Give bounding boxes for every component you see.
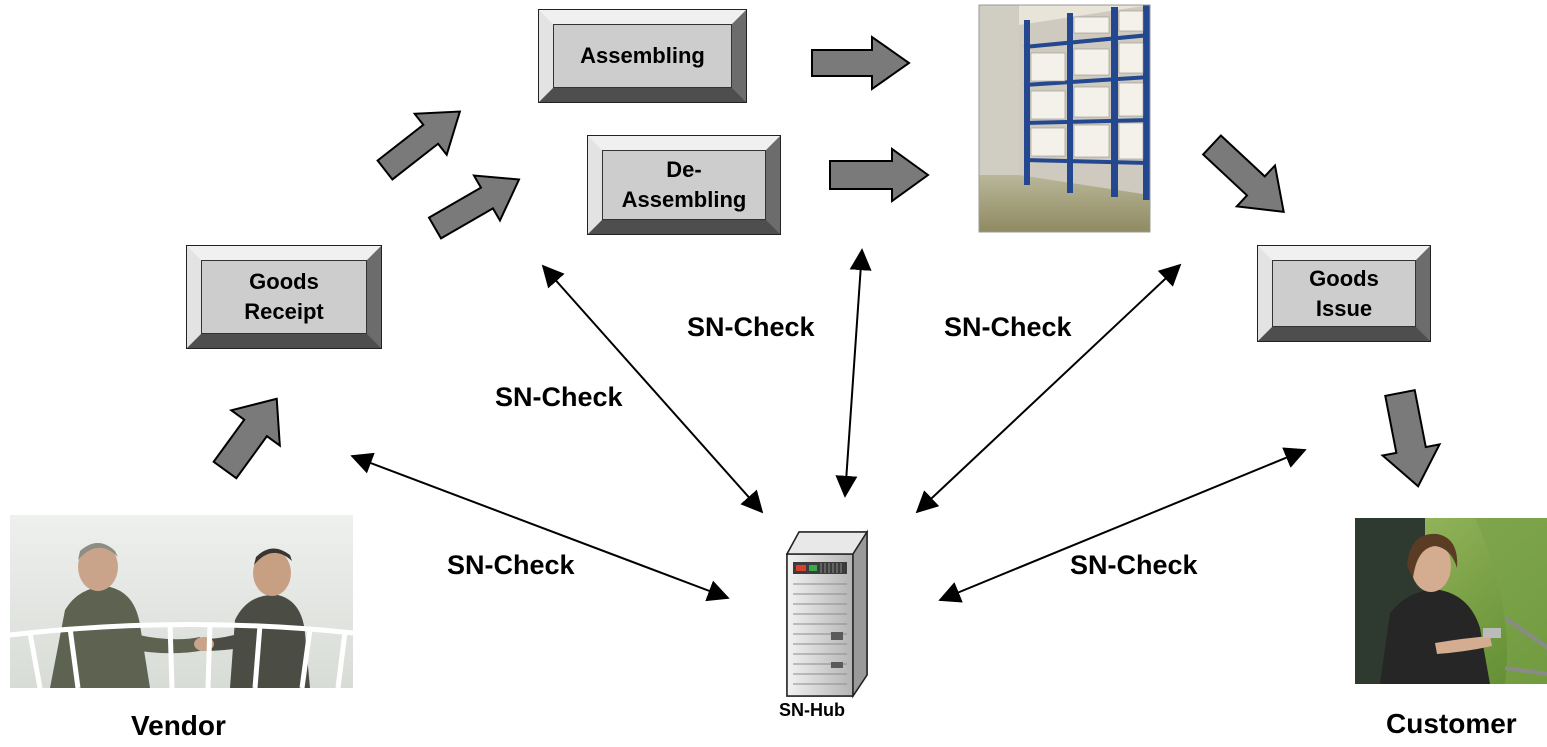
connector-vendor-hub	[350, 452, 730, 602]
sn-check-vendor-label: SN-Check	[447, 550, 575, 580]
goods-receipt-label-wrap: Goods Receipt	[201, 260, 367, 334]
goods-receipt-box: Goods Receipt	[186, 245, 382, 349]
de-assembling-label-line1: De-	[666, 157, 702, 182]
flow-arrow-receipt-assembling	[376, 110, 462, 181]
sn-check-deassembly-label: SN-Check	[687, 312, 815, 342]
assembling-label: Assembling	[580, 43, 705, 68]
connector-warehouse-center-hub	[835, 248, 872, 498]
goods-issue-label-wrap: Goods Issue	[1272, 260, 1416, 327]
handshake-photo	[9, 515, 354, 689]
connector-deassembling-hub	[541, 264, 764, 514]
assembling-box: Assembling	[538, 9, 747, 103]
goods-issue-label-line2: Issue	[1315, 295, 1373, 321]
de-assembling-box: De- Assembling	[587, 135, 781, 235]
sn-check-customer-label: SN-Check	[1070, 550, 1198, 580]
customer-photo	[1355, 518, 1547, 684]
de-assembling-label-line2: Assembling	[621, 187, 747, 212]
goods-issue-label-line1: Goods	[1309, 265, 1379, 291]
sn-hub-label: SN-Hub	[779, 700, 845, 720]
sn-check-receipt-label: SN-Check	[495, 382, 623, 412]
goods-issue-box: Goods Issue	[1257, 245, 1431, 342]
connector-warehouse-hub	[915, 263, 1182, 514]
server-icon	[785, 529, 869, 699]
flow-arrow-assembling-warehouse	[811, 35, 911, 91]
sn-check-warehouse-label: SN-Check	[944, 312, 1072, 342]
assembling-label-wrap: Assembling	[553, 24, 732, 88]
vendor-label: Vendor	[131, 710, 226, 741]
goods-receipt-label-line1: Goods	[249, 269, 319, 294]
de-assembling-label-wrap: De- Assembling	[602, 150, 766, 220]
connector-customer-hub	[938, 447, 1307, 603]
flow-arrow-receipt-deassembling	[427, 174, 521, 240]
flow-arrow-warehouse-issue	[1201, 134, 1285, 213]
flow-arrow-deassembling-warehouse	[829, 147, 930, 203]
flow-arrow-issue-customer	[1380, 388, 1442, 488]
warehouse-photo	[978, 4, 1151, 233]
customer-label: Customer	[1386, 708, 1517, 739]
goods-receipt-label-line2: Receipt	[244, 299, 324, 324]
flow-arrow-vendor-receipt	[212, 397, 281, 480]
